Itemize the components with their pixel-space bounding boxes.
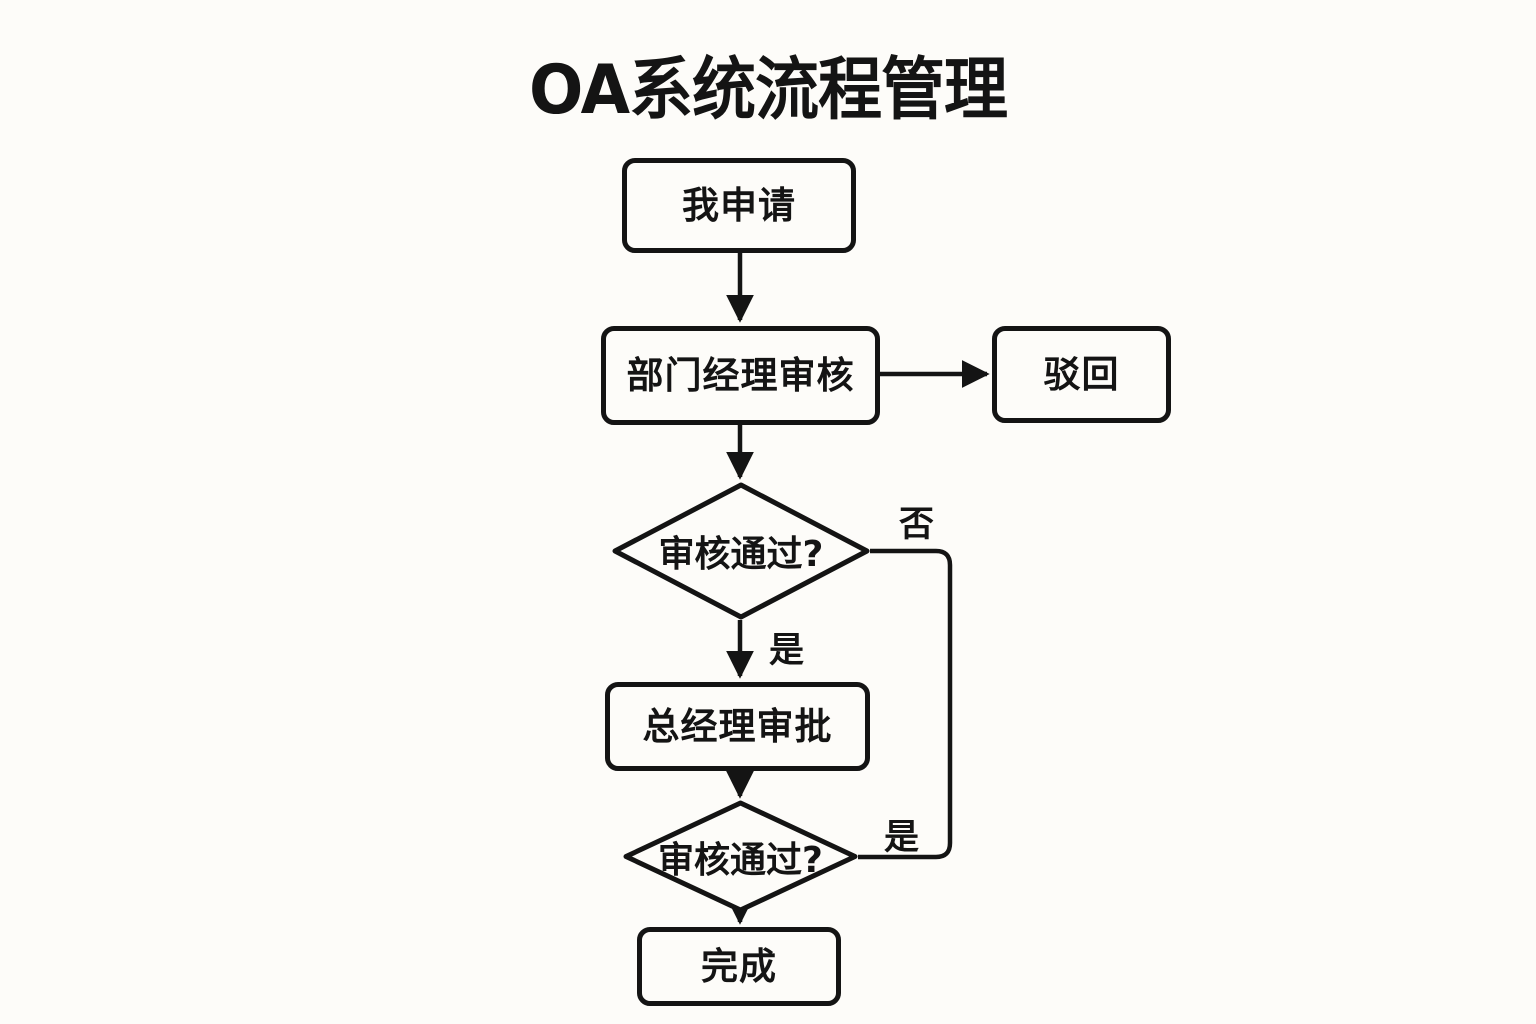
node-finish-label: 完成 bbox=[701, 945, 777, 988]
edge-label-no-1: 否 bbox=[899, 505, 935, 545]
node-dept-review[interactable]: 部门经理审核 bbox=[601, 326, 880, 425]
node-dept-review-label: 部门经理审核 bbox=[626, 354, 855, 397]
edge-label-yes-1: 是 bbox=[769, 631, 805, 671]
node-reject-label: 驳回 bbox=[1043, 353, 1120, 396]
node-decision-1-label: 审核通过? bbox=[658, 534, 824, 575]
decision-1-diamond-shape bbox=[612, 482, 870, 620]
node-decision-2[interactable]: 审核通过? bbox=[623, 800, 858, 913]
node-apply[interactable]: 我申请 bbox=[622, 158, 856, 253]
node-gm-approve-label: 总经理审批 bbox=[642, 705, 833, 748]
node-gm-approve[interactable]: 总经理审批 bbox=[605, 682, 870, 771]
edge-label-yes-2: 是 bbox=[884, 818, 920, 858]
node-reject[interactable]: 驳回 bbox=[992, 326, 1171, 423]
node-decision-1[interactable]: 审核通过? bbox=[612, 482, 870, 620]
node-decision-2-label: 审核通过? bbox=[658, 839, 823, 881]
page-title: OA系统流程管理 bbox=[528, 51, 1008, 130]
node-apply-label: 我申请 bbox=[682, 184, 796, 227]
node-finish[interactable]: 完成 bbox=[637, 927, 841, 1006]
edge-decision-1-no-to-decision-2 bbox=[858, 548, 953, 860]
